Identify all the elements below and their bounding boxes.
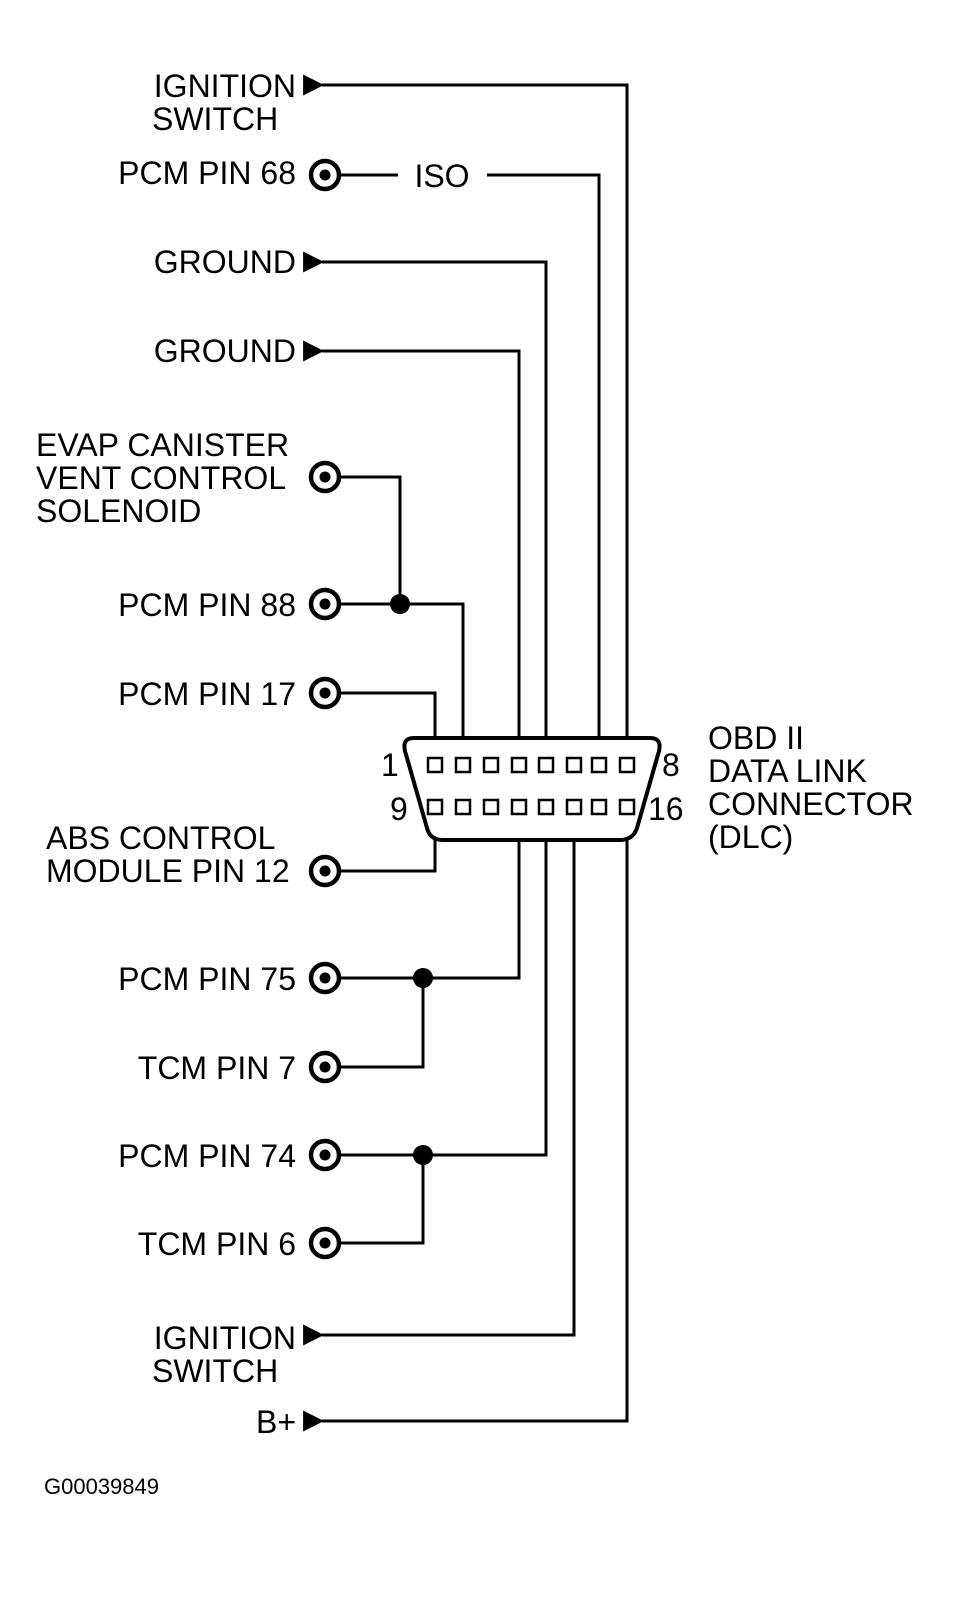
pin-number-9: 9	[390, 791, 408, 827]
wire-pin7-iso	[487, 173, 601, 765]
wire-pin16-bplus	[303, 805, 629, 1432]
label-pcm-pin-74: PCM PIN 74	[118, 1138, 296, 1174]
figure-id: G00039849	[44, 1474, 159, 1499]
connector-pin-row-top	[426, 756, 636, 774]
wire-pin13-pcm74	[335, 805, 548, 1157]
connector-pin-1	[426, 756, 444, 774]
connector-title-line-1: OBD II	[708, 720, 804, 756]
wire-pin2-pcm88	[335, 602, 465, 765]
connector-title-line-4: (DLC)	[708, 819, 793, 855]
label-evap-line-2: VENT CONTROL	[36, 460, 286, 496]
connector-pin-9	[426, 798, 444, 816]
pin-number-1: 1	[381, 747, 399, 783]
connector-pin-15	[590, 798, 608, 816]
junction-dot-pcm88	[390, 594, 410, 614]
label-iso: ISO	[414, 158, 469, 194]
wire-pin14-ignition-switch	[303, 805, 576, 1346]
label-ground-1: GROUND	[154, 244, 296, 280]
label-pcm-pin-17: PCM PIN 17	[118, 676, 296, 712]
terminal-pcm-pin-88	[308, 587, 342, 621]
wire-pin4-ground	[303, 340, 521, 765]
label-pcm-pin-75: PCM PIN 75	[118, 961, 296, 997]
wire-pin9-abs	[335, 805, 437, 873]
junction-dot-pcm75	[413, 968, 433, 988]
connector-pin-10	[454, 798, 472, 816]
terminal-tcm-pin-6	[308, 1226, 342, 1260]
wire-pin12-pcm75	[335, 805, 521, 980]
label-pcm-pin-88: PCM PIN 88	[118, 587, 296, 623]
wire-evap-junction	[335, 475, 402, 604]
pin-number-8: 8	[662, 747, 680, 783]
terminal-pcm-pin-74	[308, 1138, 342, 1172]
label-tcm-pin-7: TCM PIN 7	[138, 1050, 296, 1086]
label-tcm-pin-6: TCM PIN 6	[138, 1226, 296, 1262]
wire-tcm7-junction	[335, 978, 425, 1069]
connector-pin-2	[454, 756, 472, 774]
label-abs-line-1: ABS CONTROL	[46, 820, 275, 856]
connector-pin-5	[537, 756, 555, 774]
connector-pin-row-bottom	[426, 798, 636, 816]
terminal-pcm-pin-17	[308, 676, 342, 710]
connector-pin-11	[482, 798, 500, 816]
connector-pin-13	[537, 798, 555, 816]
connector-pin-7	[590, 756, 608, 774]
label-ignition-switch-top-line-1: IGNITION	[154, 68, 296, 104]
wire-pin8-ignition-switch	[303, 74, 629, 765]
wire-pin5-ground	[303, 251, 548, 765]
connector-title-line-2: DATA LINK	[708, 753, 867, 789]
terminal-evap	[308, 460, 342, 494]
label-abs-line-2: MODULE PIN 12	[46, 853, 290, 889]
connector-title-line-3: CONNECTOR	[708, 786, 914, 822]
connector-pin-6	[565, 756, 583, 774]
wire-tcm6-junction	[335, 1155, 425, 1245]
pin-number-16: 16	[648, 791, 684, 827]
connector-pin-3	[482, 756, 500, 774]
junction-dot-pcm74	[413, 1145, 433, 1165]
label-ignition-switch-bottom-line-2: SWITCH	[152, 1353, 278, 1389]
connector-pin-4	[510, 756, 528, 774]
label-b-plus: B+	[256, 1404, 296, 1440]
connector-pin-12	[510, 798, 528, 816]
terminal-pcm-pin-75	[308, 961, 342, 995]
connector-pin-14	[565, 798, 583, 816]
dlc-connector-body	[402, 736, 662, 842]
label-ignition-switch-top-line-2: SWITCH	[152, 101, 278, 137]
label-evap-line-3: SOLENOID	[36, 493, 201, 529]
connector-pin-16	[618, 798, 636, 816]
label-evap-line-1: EVAP CANISTER	[36, 427, 289, 463]
label-ground-2: GROUND	[154, 333, 296, 369]
label-ignition-switch-bottom-line-1: IGNITION	[154, 1320, 296, 1356]
terminal-abs-module-pin-12	[308, 854, 342, 888]
terminal-pcm-pin-68	[308, 158, 342, 192]
terminal-tcm-pin-7	[308, 1050, 342, 1084]
connector-pin-8	[618, 756, 636, 774]
label-pcm-pin-68: PCM PIN 68	[118, 155, 296, 191]
